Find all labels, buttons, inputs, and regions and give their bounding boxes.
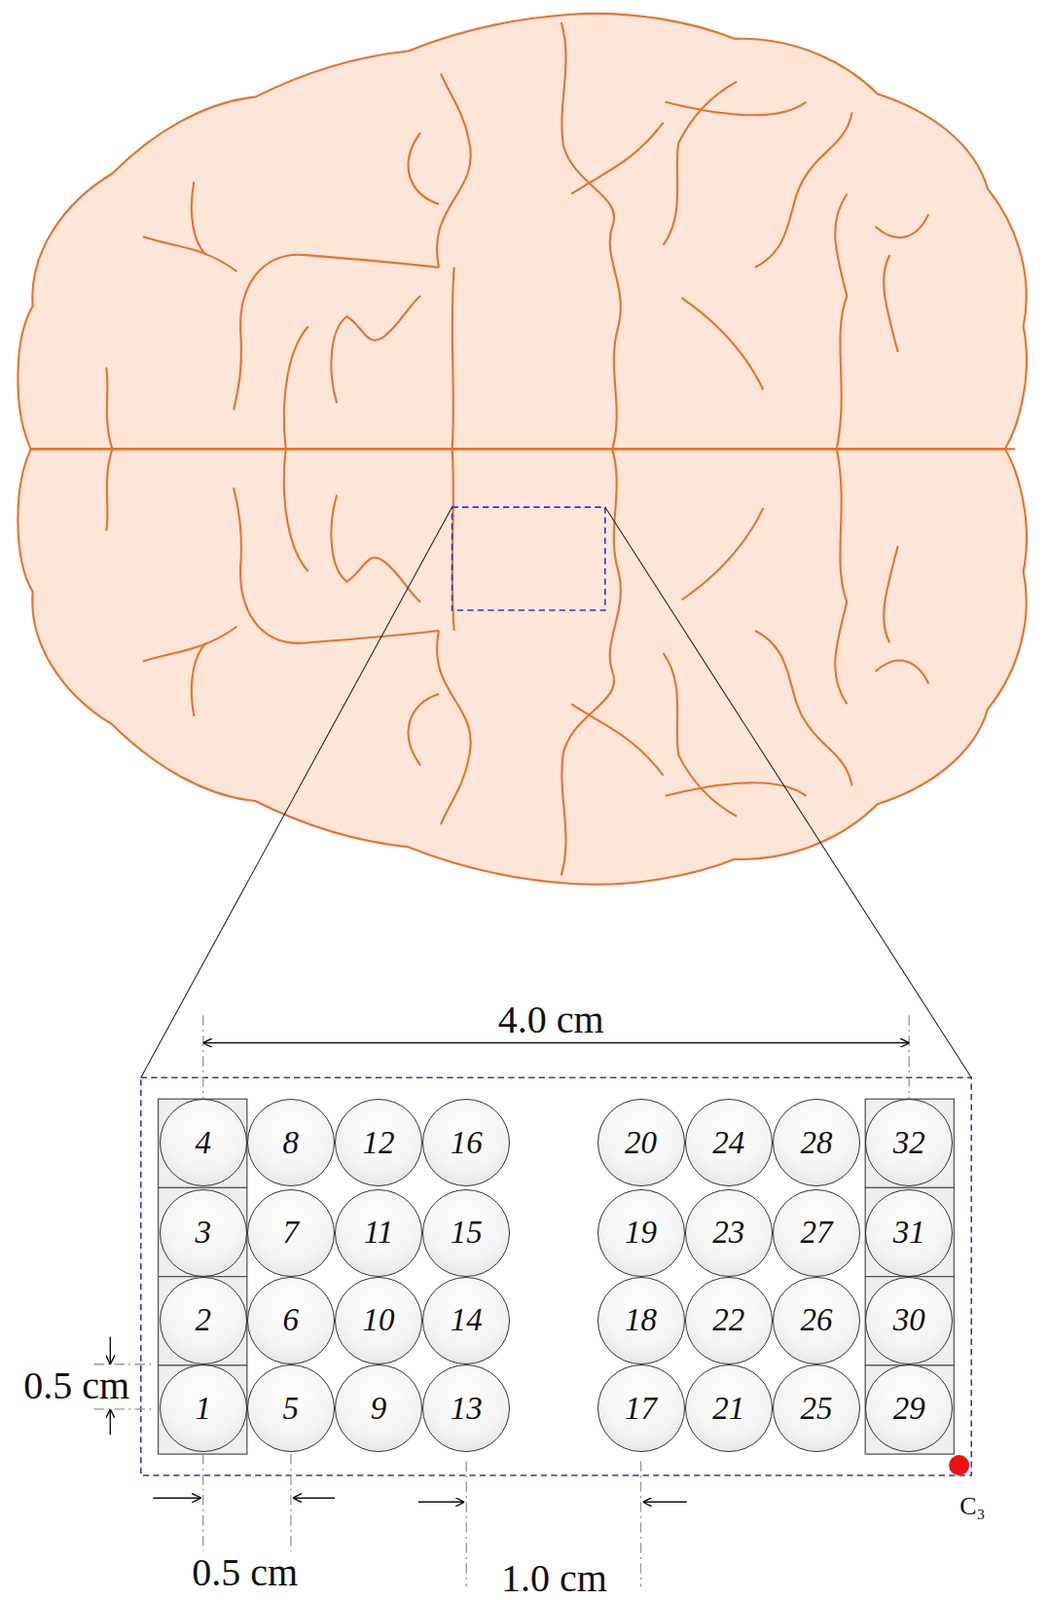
electrode-number: 12 xyxy=(362,1124,396,1161)
electrode-circle: 29 xyxy=(865,1364,953,1452)
electrode-number: 30 xyxy=(893,1302,926,1339)
electrode-number: 27 xyxy=(799,1214,832,1251)
electrode-circle: 28 xyxy=(772,1098,861,1187)
electrode-number: 23 xyxy=(712,1214,745,1251)
electrode-number: 13 xyxy=(450,1390,483,1427)
electrode-number: 6 xyxy=(283,1302,300,1339)
electrode-number: 29 xyxy=(893,1390,926,1427)
dimension-label: 4.0 cm xyxy=(498,995,605,1042)
electrode-number: 21 xyxy=(712,1390,745,1427)
electrode-circle: 31 xyxy=(865,1189,953,1277)
electrode-number: 1 xyxy=(194,1390,212,1427)
electrode-number: 10 xyxy=(362,1302,396,1339)
electrode-number: 7 xyxy=(283,1214,300,1251)
reference-dot xyxy=(948,1454,970,1476)
dimension-label: 0.5 cm xyxy=(23,1362,130,1409)
electrode-circle: 11 xyxy=(334,1189,423,1277)
electrode-circle: 27 xyxy=(772,1189,861,1277)
electrode-circle: 26 xyxy=(772,1276,861,1365)
point-label: C₃ xyxy=(959,1491,985,1521)
electrode-circle: 7 xyxy=(247,1189,335,1277)
electrode-circle: 5 xyxy=(247,1364,335,1452)
electrode-circle: 13 xyxy=(422,1364,510,1452)
electrode-circle: 22 xyxy=(685,1276,773,1365)
electrode-circle: 4 xyxy=(159,1098,248,1187)
electrode-number: 20 xyxy=(624,1124,657,1161)
electrode-number: 19 xyxy=(624,1214,657,1251)
electrode-number: 4 xyxy=(194,1124,212,1161)
electrode-circle: 12 xyxy=(334,1098,423,1187)
electrode-number: 24 xyxy=(712,1124,745,1161)
electrode-number: 5 xyxy=(283,1390,300,1427)
electrode-number: 11 xyxy=(363,1214,395,1251)
electrode-circle: 14 xyxy=(422,1276,510,1365)
dimension-label: 1.0 cm xyxy=(501,1555,608,1600)
electrode-circle: 10 xyxy=(334,1276,423,1365)
electrode-circle: 30 xyxy=(865,1276,953,1365)
electrode-number: 28 xyxy=(799,1124,832,1161)
electrode-number: 9 xyxy=(370,1390,388,1427)
electrode-circle: 25 xyxy=(772,1364,861,1452)
electrode-circle: 6 xyxy=(247,1276,335,1365)
electrode-circle: 8 xyxy=(247,1098,335,1187)
electrode-number: 15 xyxy=(450,1214,483,1251)
electrode-circle: 19 xyxy=(597,1189,686,1277)
electrode-number: 2 xyxy=(194,1302,212,1339)
dimension-label: 0.5 cm xyxy=(191,1548,298,1594)
electrode-circle: 17 xyxy=(597,1364,686,1452)
electrode-circle: 21 xyxy=(685,1364,773,1452)
electrode-number: 17 xyxy=(624,1390,657,1427)
electrode-circle: 24 xyxy=(685,1098,773,1187)
electrode-circle: 16 xyxy=(422,1098,510,1187)
electrode-number: 32 xyxy=(893,1124,926,1161)
electrode-circle: 1 xyxy=(159,1364,248,1452)
electrode-circle: 9 xyxy=(334,1364,423,1452)
electrode-circle: 18 xyxy=(597,1276,686,1365)
electrode-circle: 20 xyxy=(597,1098,686,1187)
electrode-number: 14 xyxy=(450,1302,483,1339)
electrode-number: 25 xyxy=(799,1390,832,1427)
electrode-circle: 15 xyxy=(422,1189,510,1277)
electrode-number: 18 xyxy=(624,1302,657,1339)
electrode-number: 16 xyxy=(450,1124,483,1161)
electrode-number: 8 xyxy=(283,1124,300,1161)
electrode-circle: 3 xyxy=(159,1189,248,1277)
electrode-number: 22 xyxy=(712,1302,745,1339)
electrode-number: 26 xyxy=(799,1302,832,1339)
electrode-circle: 32 xyxy=(865,1098,953,1187)
electrode-number: 3 xyxy=(194,1214,212,1251)
electrode-circle: 23 xyxy=(685,1189,773,1277)
electrode-circle: 2 xyxy=(159,1276,248,1365)
electrode-number: 31 xyxy=(893,1214,926,1251)
